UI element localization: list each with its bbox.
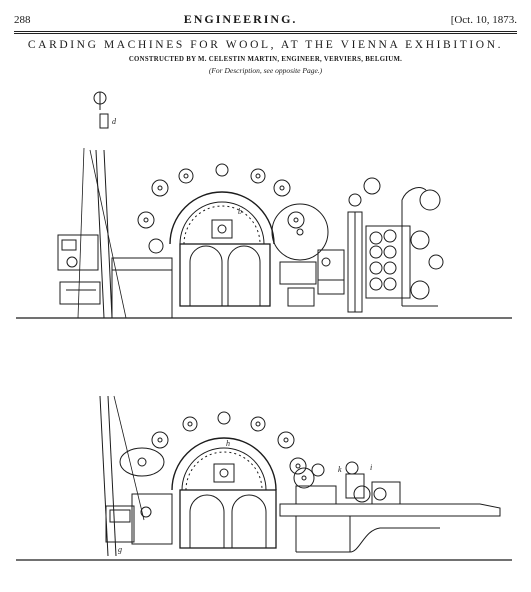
upper-machine-elevation: d b <box>16 91 512 319</box>
description-note: (For Description, see opposite Page.) <box>208 66 323 75</box>
label-g: g <box>118 545 122 554</box>
article-title: CARDING MACHINES FOR WOOL, AT THE VIENNA… <box>27 39 504 51</box>
running-header: 288 ENGINEERING. [Oct. 10, 1873. <box>14 12 517 28</box>
label-d: d <box>112 117 117 126</box>
engraving-plate: d b <box>16 91 512 561</box>
label-b: b <box>238 207 242 216</box>
header-rule <box>14 31 517 34</box>
page-number: 288 <box>14 14 31 26</box>
journal-title: ENGINEERING. <box>183 12 298 26</box>
label-k: k <box>338 465 342 474</box>
lower-machine-elevation: g h k i <box>16 395 512 561</box>
article-subtitle: CONSTRUCTED BY M. CELESTIN MARTIN, ENGIN… <box>128 56 403 63</box>
issue-date: [Oct. 10, 1873. <box>450 14 517 26</box>
label-h: h <box>226 439 230 448</box>
label-i: i <box>370 463 372 472</box>
